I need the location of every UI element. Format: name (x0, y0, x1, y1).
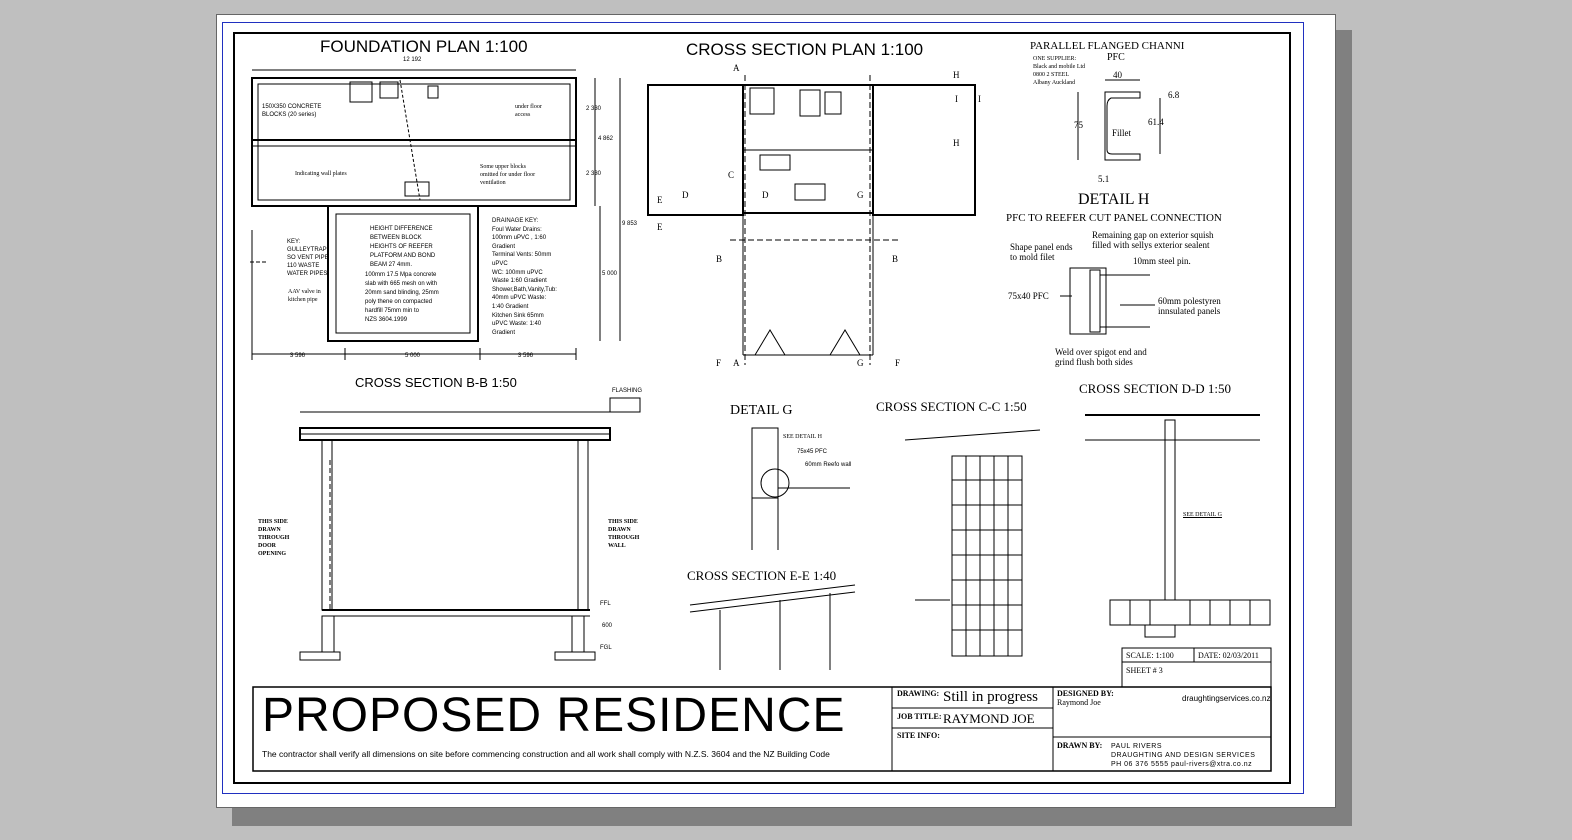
section-mark-f: F (895, 358, 901, 368)
label-flashing: FLASHING (612, 388, 643, 394)
section-ee-title: CROSS SECTION E-E 1:40 (687, 568, 837, 583)
note-wall-plates: Indicating wall plates (295, 171, 347, 177)
pfc-subtitle: PFC (1107, 52, 1125, 63)
section-mark-h: H (953, 70, 960, 80)
cross-section-plan-title: CROSS SECTION PLAN 1:100 (686, 40, 924, 59)
dim-overall: 12 192 (403, 57, 422, 63)
detail-g-title: DETAIL G (730, 403, 793, 418)
date-value: 02/03/2011 (1222, 651, 1259, 660)
pfc-inner: 61.4 (1148, 117, 1164, 127)
note-upper-blocks: Some upper blocks omitted for under floo… (480, 164, 536, 186)
note-underfloor: under floor access (515, 104, 542, 118)
foundation-plan-title: FOUNDATION PLAN 1:100 (320, 37, 528, 56)
dim-left: 3 596 (290, 353, 306, 359)
section-dd-drawing (1085, 414, 1271, 638)
drawing-main-title: PROPOSED RESIDENCE (262, 689, 846, 742)
note-aav: AAV valve in kitchen pipe (288, 289, 321, 303)
pfc-width: 40 (1113, 70, 1122, 80)
section-mark-f: F (716, 358, 722, 368)
drawing-label: DRAWING: (897, 689, 940, 698)
job-title: RAYMOND JOE (943, 711, 1035, 726)
note-gap: Remaining gap on exterior squish filled … (1092, 230, 1214, 250)
dim-v2: 4 862 (598, 136, 614, 142)
note-weld: Weld over spigot end and grind flush bot… (1055, 347, 1147, 367)
note-this-side-door: THIS SIDE DRAWN THROUGH DOOR OPENING (258, 519, 290, 557)
section-mark-e: E (657, 222, 663, 232)
section-mark-h: H (953, 138, 960, 148)
compliance-note: The contractor shall verify all dimensio… (262, 749, 830, 759)
note-this-side-wall: THIS SIDE DRAWN THROUGH WALL (608, 519, 640, 549)
section-mark-c: C (728, 170, 735, 180)
note-height-diff: HEIGHT DIFFERENCE BETWEEN BLOCK HEIGHTS … (370, 226, 436, 268)
section-mark-d: D (762, 190, 769, 200)
note-slab: 100mm 17.5 Mpa concrete slab with 665 me… (365, 272, 439, 323)
pfc-fillet: Fillet (1112, 128, 1132, 138)
pfc-supplier: ONE SUPPLIER: Black and mobile Ltd 0800 … (1033, 56, 1086, 86)
section-mark-d: D (682, 190, 689, 200)
dim-middle: 5 000 (405, 353, 421, 359)
section-cc-title: CROSS SECTION C-C 1:50 (876, 399, 1027, 414)
designed-by: Raymond Joe (1057, 698, 1101, 707)
scale-value: 1:100 (1155, 651, 1174, 660)
note-pfc-g: 75x45 PFC (797, 449, 828, 455)
label-600: 600 (602, 623, 613, 629)
note-shape: Shape panel ends to mold filet (1010, 242, 1073, 262)
detail-g-drawing (751, 427, 850, 550)
foundation-plan-drawing (250, 69, 621, 360)
note-pin: 10mm steel pin. (1133, 256, 1191, 266)
section-mark-e: E (657, 195, 663, 205)
job-title-label: JOB TITLE: (897, 712, 942, 721)
section-bb-title: CROSS SECTION B-B 1:50 (355, 375, 517, 390)
section-mark-a: A (733, 63, 740, 73)
section-mark-g: G (857, 358, 864, 368)
section-mark-i: I (955, 94, 958, 104)
dim-v5: 5 000 (602, 271, 618, 277)
section-mark-b: B (892, 254, 899, 264)
detail-h-subtitle: PFC TO REEFER CUT PANEL CONNECTION (1006, 212, 1222, 224)
designed-by-label: DESIGNED BY: (1057, 689, 1114, 698)
drawing-status: Still in progress (943, 689, 1039, 705)
drawn-by-label: DRAWN BY: (1057, 741, 1103, 750)
note-pfc: 75x40 PFC (1008, 291, 1049, 301)
website: draughtingservices.co.nz (1182, 694, 1271, 703)
note-wall-g: 60mm Reefo wall (805, 462, 852, 468)
legend-key: KEY: GULLEYTRAP SO VENT PIPE 110 WASTE W… (287, 239, 329, 277)
cross-section-plan-drawing (647, 75, 976, 365)
sheet-number: SHEET # 3 (1126, 666, 1163, 675)
section-bb-drawing (299, 397, 641, 661)
note-see-detail-h: SEE DETAIL H (783, 434, 822, 440)
date-label: DATE: 02/03/2011 (1198, 651, 1259, 660)
drawn-by: PAUL RIVERS DRAUGHTING AND DESIGN SERVIC… (1111, 743, 1256, 768)
section-mark-b: B (716, 254, 723, 264)
section-cc-drawing (904, 429, 1041, 657)
section-mark-i: I (978, 94, 981, 104)
pfc-title: PARALLEL FLANGED CHANNI (1030, 40, 1185, 52)
note-see-detail-g: SEE DETAIL G (1183, 512, 1222, 518)
note-panels: 60mm polestyren innsulated panels (1158, 296, 1221, 316)
note-blocks: 150X350 CONCRETE BLOCKS (20 series) (262, 104, 322, 118)
dim-v4: 9 853 (622, 221, 638, 227)
dim-v1: 2 330 (586, 106, 602, 112)
section-dd-title: CROSS SECTION D-D 1:50 (1079, 381, 1232, 396)
section-mark-g: G (857, 190, 864, 200)
dim-v3: 2 330 (586, 171, 602, 177)
print-area-border (222, 22, 1304, 794)
drawing-frame (233, 32, 1291, 784)
pfc-flange: 6.8 (1168, 90, 1180, 100)
scale-label: SCALE: 1:100 (1126, 651, 1174, 660)
label-fgl: FGL (600, 645, 612, 651)
dim-right: 3 596 (518, 353, 534, 359)
section-mark-a: A (733, 358, 740, 368)
site-info-label: SITE INFO: (897, 731, 940, 740)
label-ffl: FFL (600, 601, 611, 607)
drainage-key: DRAINAGE KEY: Foul Water Drains: 100mm u… (492, 218, 557, 336)
pfc-web: 5.1 (1098, 174, 1110, 184)
pfc-height: 75 (1074, 120, 1083, 130)
detail-h-drawing (1060, 267, 1155, 335)
title-block-lines (252, 647, 1272, 772)
detail-h-title: DETAIL H (1078, 191, 1150, 208)
section-ee-drawing (689, 584, 856, 670)
pfc-channel-drawing (1077, 79, 1161, 161)
